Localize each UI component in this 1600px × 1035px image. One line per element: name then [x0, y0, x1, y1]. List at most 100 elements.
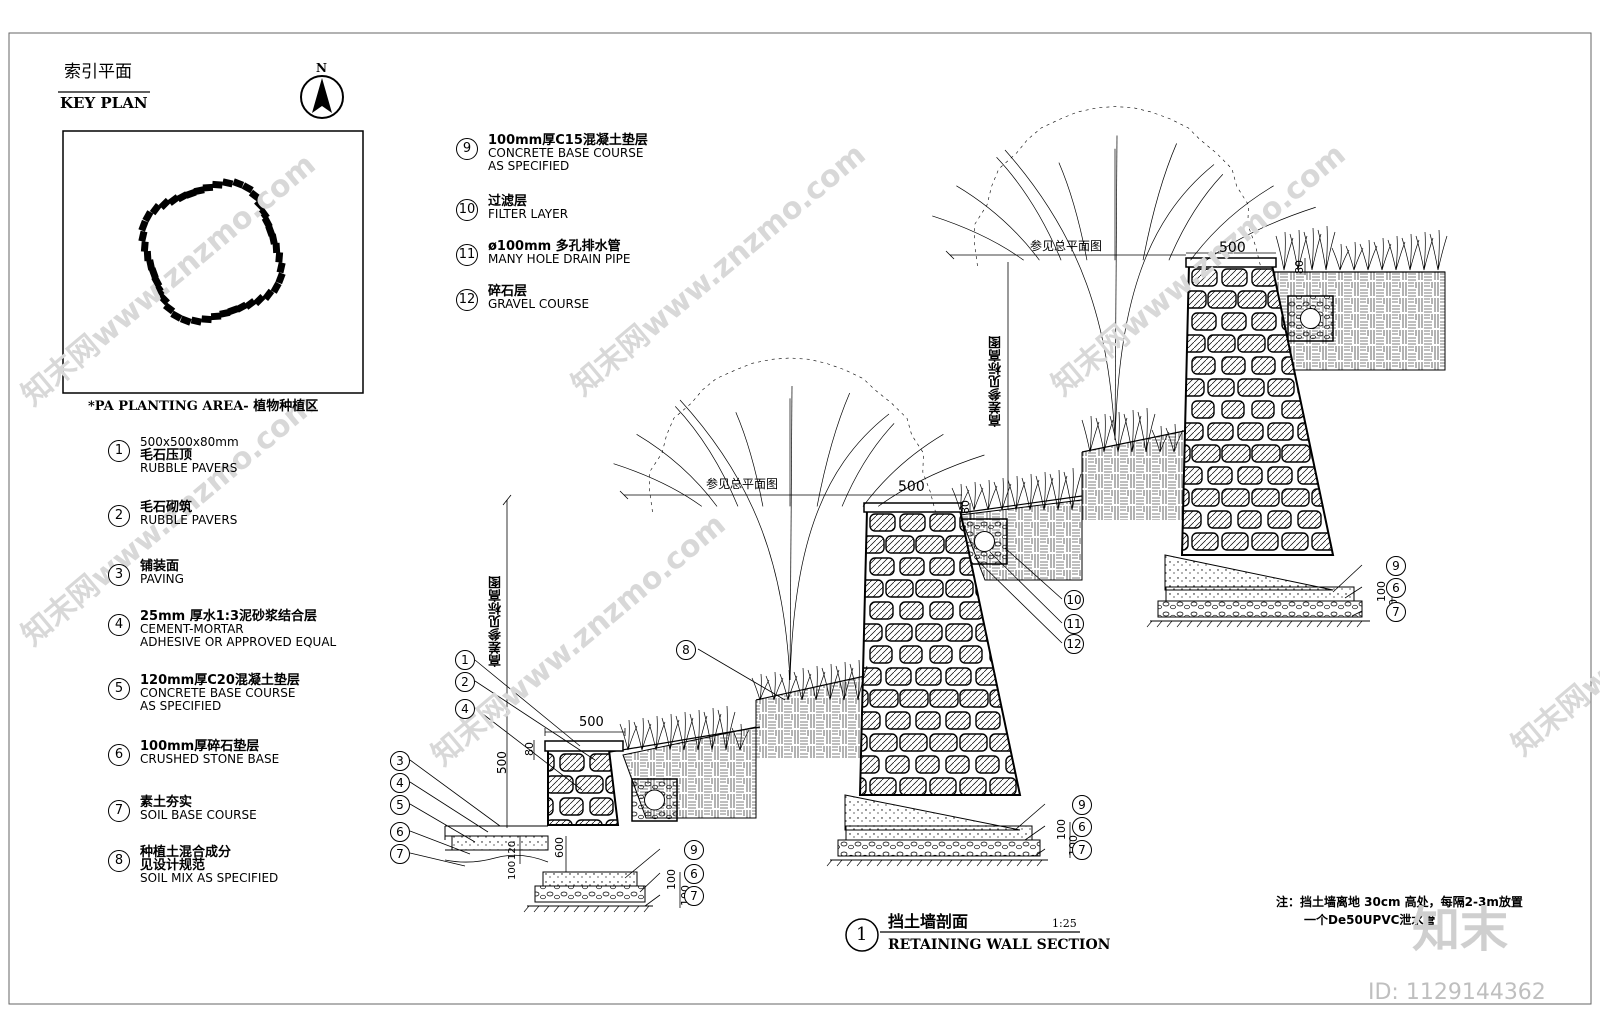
paver-mark — [170, 310, 183, 322]
paver-mark — [162, 302, 176, 315]
legend-number: 9 — [456, 138, 478, 160]
dim-500-wall3: 500 — [1219, 240, 1246, 256]
callout-number: 9 — [1386, 556, 1406, 576]
paver-mark — [241, 182, 254, 194]
section-scale: 1:25 — [1052, 917, 1077, 930]
callout-number: 7 — [684, 886, 704, 906]
dim-100-left: 100 — [507, 860, 518, 880]
ref-height-label: 高差参见标高图 — [989, 336, 1004, 427]
legend-cn: 种植土混合成分 — [140, 845, 232, 860]
legend-number: 12 — [456, 289, 478, 311]
paver-mark — [149, 202, 162, 216]
callout-number: 1 — [455, 650, 475, 670]
paver-mark — [154, 284, 166, 297]
paver-mark — [179, 315, 192, 326]
legend-en: PAVING — [140, 572, 184, 586]
callout-number: 7 — [390, 844, 410, 864]
legend-en2: ADHESIVE OR APPROVED EQUAL — [140, 635, 337, 649]
callout-number: 6 — [1072, 817, 1092, 837]
legend-number: 7 — [108, 800, 130, 822]
callout-number: 2 — [455, 672, 475, 692]
dim-600: 600 — [553, 837, 566, 858]
paver-mark — [157, 293, 170, 306]
callout-number: 6 — [390, 822, 410, 842]
legend-number: 10 — [456, 199, 478, 221]
callout-number: 9 — [1072, 795, 1092, 815]
legend-en: CONCRETE BASE COURSE — [140, 686, 296, 700]
brand-logo: 知末 — [1412, 902, 1509, 958]
paver-mark — [146, 259, 156, 271]
legend-number: 4 — [108, 614, 130, 636]
legend-en2: AS SPECIFIED — [140, 699, 222, 713]
legend-number: 8 — [108, 850, 130, 872]
paver-mark — [190, 316, 203, 326]
legend-cn: 素土夯实 — [140, 795, 193, 810]
legend-number: 1 — [108, 440, 130, 462]
section-title-cn: 挡土墙剖面 — [888, 912, 969, 931]
paver-mark — [221, 178, 234, 188]
callout-number: 9 — [684, 840, 704, 860]
ref-height-label: 高差参见标高图 — [489, 576, 504, 667]
paver-mark — [202, 183, 214, 192]
legend-cn: 毛石砌筑 — [140, 500, 193, 515]
callout-number: 7 — [1072, 840, 1092, 860]
paver-mark — [158, 197, 171, 210]
callout-number: 4 — [390, 773, 410, 793]
dim-500-height: 500 — [495, 751, 509, 774]
legend-cn2: 见设计规范 — [140, 858, 206, 873]
paver-mark — [219, 308, 231, 318]
callout-number: 5 — [390, 795, 410, 815]
legend-cn: 铺装面 — [140, 559, 180, 574]
legend-cn: 100mm厚C15混凝土垫层 — [488, 133, 648, 148]
paver-mark — [268, 233, 278, 245]
legend-en: CEMENT-MORTAR — [140, 622, 244, 636]
paver-mark — [151, 275, 163, 288]
legend-number: 6 — [108, 744, 130, 766]
dim-100-c: 100 — [1055, 819, 1068, 840]
paver-mark — [248, 189, 262, 202]
paver-mark — [167, 194, 180, 206]
sheet-border — [8, 32, 1592, 1005]
paver-mark — [176, 191, 189, 203]
paver-mark — [138, 219, 149, 232]
legend-cn: 100mm厚碎石垫层 — [140, 739, 260, 754]
note-line-2: 一个De50UPVC泄水管 — [1304, 913, 1436, 927]
legend-number: 3 — [108, 564, 130, 586]
paver-mark — [232, 178, 245, 189]
north-label: N — [316, 61, 327, 75]
paver-mark — [143, 250, 152, 262]
dim-500-wall1: 500 — [579, 715, 604, 730]
paver-mark — [275, 252, 284, 263]
paver-mark — [258, 207, 270, 220]
dim-120: 120 — [507, 840, 518, 860]
callout-number: 6 — [684, 864, 704, 884]
legend-cn: 过滤层 — [488, 194, 528, 209]
planting-area-note: *PA PLANTING AREA- 植物种植区 — [88, 399, 319, 414]
legend-number: 5 — [108, 678, 130, 700]
paver-mark — [140, 241, 149, 252]
paver-mark — [261, 216, 273, 229]
legend-cn: 碎石层 — [488, 284, 528, 299]
callout-number: 4 — [455, 699, 475, 719]
legend-en: FILTER LAYER — [488, 207, 569, 221]
paver-mark — [270, 281, 282, 294]
paver-mark — [254, 198, 267, 211]
legend-number: 11 — [456, 244, 478, 266]
legend-size: 500x500x80mm — [140, 435, 239, 449]
paver-mark — [244, 298, 257, 310]
dim-80-wall3: 80 — [1293, 260, 1306, 274]
paver-mark — [184, 188, 197, 199]
key-plan-frame — [62, 130, 364, 394]
legend-cn: 毛石压顶 — [140, 448, 193, 463]
legend-number: 2 — [108, 505, 130, 527]
legend-cn: ø100mm 多孔排水管 — [488, 239, 621, 254]
ref-plan-label: 参见总平面图 — [706, 477, 779, 491]
callout-number: 7 — [1386, 602, 1406, 622]
paver-mark — [193, 186, 205, 196]
paver-mark — [138, 230, 148, 243]
legend-en2: AS SPECIFIED — [488, 159, 570, 173]
callout-number: 11 — [1064, 614, 1084, 634]
paver-mark — [235, 301, 248, 313]
callout-number: 10 — [1064, 590, 1084, 610]
